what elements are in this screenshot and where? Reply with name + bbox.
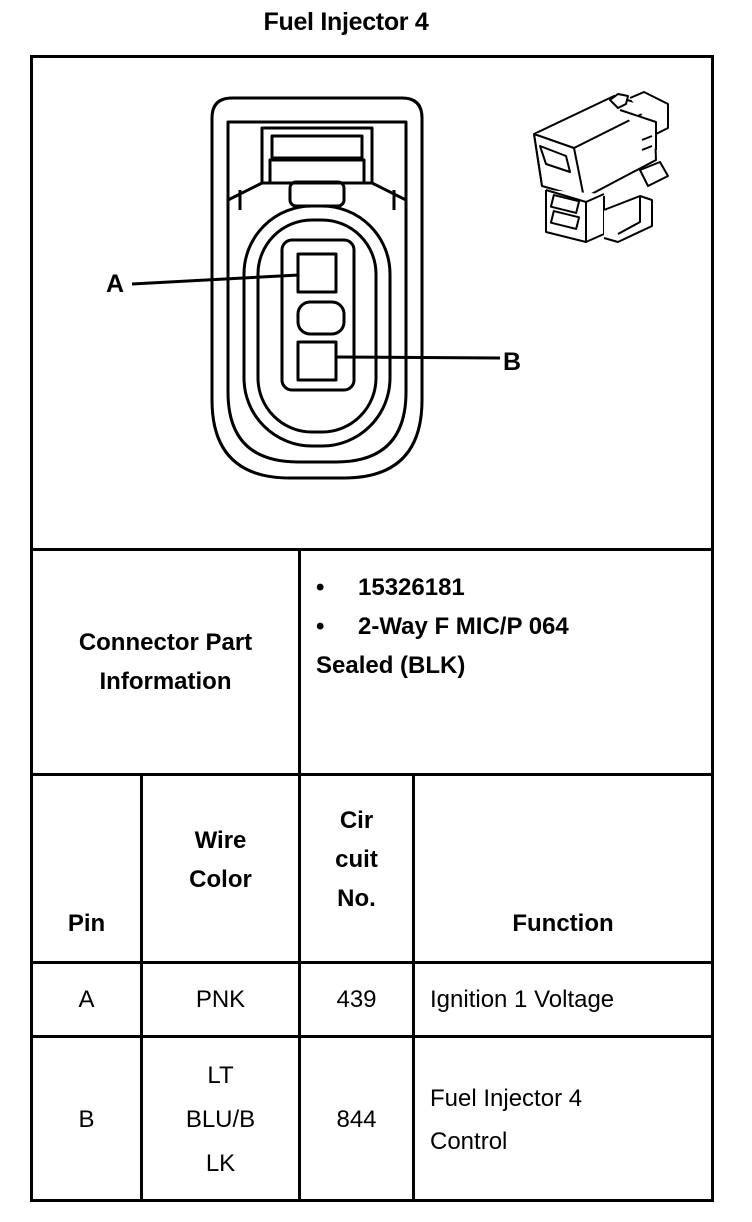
leader-line-b (335, 355, 501, 360)
terminal-a-label: A (106, 270, 125, 298)
connector-part-info-label: Connector Part Information (33, 551, 298, 773)
connector-part-details: •15326181 •2-Way F MIC/P 064 Sealed (BLK… (316, 568, 706, 685)
page-title: Fuel Injector 4 (263, 8, 429, 36)
row-a-circuit: 439 (336, 985, 377, 1013)
description-item: •2-Way F MIC/P 064 (316, 613, 569, 640)
row-a-pin: A (78, 985, 95, 1013)
latch-window (270, 134, 364, 160)
connector-description: 2-Way F MIC/P 064 (358, 613, 569, 640)
divider-image-info (30, 548, 714, 551)
divider-circuit-column (412, 773, 415, 1202)
divider-row-a-row-b (30, 1035, 714, 1038)
seal-ring-outer (242, 204, 392, 448)
terminal-a-cavity (296, 252, 338, 294)
row-a-function: Ignition 1 Voltage (430, 985, 615, 1013)
row-b-pin: B (78, 1106, 95, 1133)
row-b-wire-color: LT BLU/B LK (185, 1062, 256, 1177)
cavity-block (280, 238, 356, 392)
part-number-item: •15326181 (316, 574, 465, 601)
divider-pin-column (140, 773, 143, 1202)
divider-info-column (298, 548, 301, 776)
connector-label-line2: Information (99, 668, 232, 695)
seal-ring-middle (256, 218, 378, 434)
header-pin: Pin (67, 910, 106, 937)
connector-inner-shell (226, 120, 408, 464)
part-number: 15326181 (358, 574, 465, 601)
connector-table-frame (30, 55, 714, 1202)
leader-line-a (131, 273, 300, 286)
connector-body-outline (210, 96, 424, 480)
divider-wire-column (298, 773, 301, 1202)
latch-tab (288, 180, 346, 208)
row-a-wire-color: PNK (195, 985, 246, 1013)
latch-lip (268, 158, 366, 182)
connector-face-diagram (131, 91, 669, 480)
row-b-function: Fuel Injector 4 Control (430, 1085, 583, 1155)
divider-header-row-a (30, 961, 714, 964)
header-wire-color: Wire Color (189, 826, 252, 893)
divider-info-header (30, 773, 714, 776)
connector-description-cont: Sealed (BLK) (316, 652, 466, 679)
connector-isometric-sketch (533, 91, 669, 243)
terminal-b-cavity (296, 340, 338, 382)
header-circuit-number: Cir cuit No. (335, 807, 378, 912)
header-function: Function (512, 910, 614, 937)
center-key (296, 300, 346, 336)
row-b-circuit: 844 (336, 1106, 377, 1133)
terminal-b-label: B (503, 348, 522, 376)
connector-label-line1: Connector Part (78, 629, 253, 656)
